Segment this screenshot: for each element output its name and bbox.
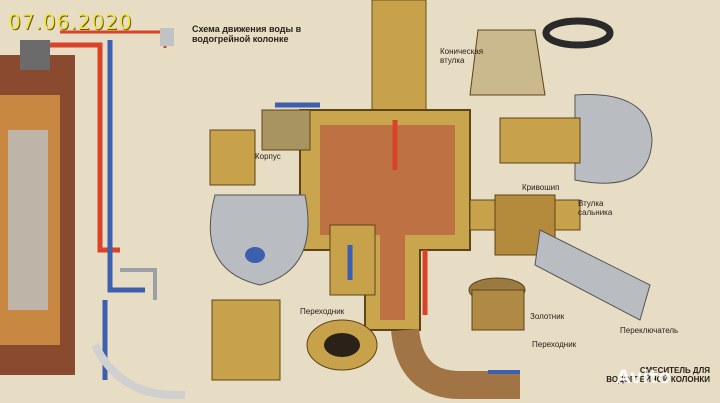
water-heater-schematic — [0, 28, 185, 399]
bathtub — [91, 343, 185, 399]
conical-bushing-part — [469, 29, 546, 96]
top-vertical-pipe — [371, 0, 427, 121]
switch-lever-part — [534, 229, 651, 321]
gasket-ring — [542, 17, 614, 49]
chrome-cap-right — [574, 94, 653, 184]
label-adapter-right: Переходник — [532, 340, 577, 349]
mixer-cutaway — [320, 125, 455, 320]
label-body: Корпус — [255, 152, 281, 161]
avito-watermark: Avito — [616, 366, 672, 388]
faucet-spout — [120, 268, 157, 300]
valve-stem-left — [209, 129, 256, 186]
label-gland-bushing: Втулка сальника — [578, 199, 613, 217]
handle-cold-marker — [245, 247, 265, 263]
spool-body — [471, 289, 525, 331]
heater-chimney — [20, 40, 50, 70]
label-switch: Переключатель — [620, 326, 679, 335]
parts — [209, 17, 653, 381]
shower-head — [160, 28, 174, 46]
adapter-left-part — [211, 299, 281, 381]
cold-pipe — [107, 40, 145, 293]
label-crank: Кривошип — [522, 183, 560, 192]
label-spool: Золотник — [530, 312, 565, 321]
label-adapter-left: Переходник — [300, 307, 345, 316]
label-conical-bushing: Коническая втулка — [440, 47, 484, 65]
left-inlet — [261, 109, 311, 151]
chrome-handle-left — [209, 194, 309, 286]
valve-head-right — [499, 117, 581, 164]
caption-bottom: СМЕСИТЕЛЬ ДЛЯ ВОДОГРЕЙНОЙ КОЛОНКИ — [606, 366, 710, 384]
outlet-elbow — [391, 328, 520, 399]
date-stamp: 07.06.2020 — [8, 10, 133, 34]
adapter-right-hole — [324, 333, 360, 357]
heater-coil — [8, 130, 48, 310]
diagram-title: Схема движения воды в водогрейной колонк… — [192, 24, 302, 44]
